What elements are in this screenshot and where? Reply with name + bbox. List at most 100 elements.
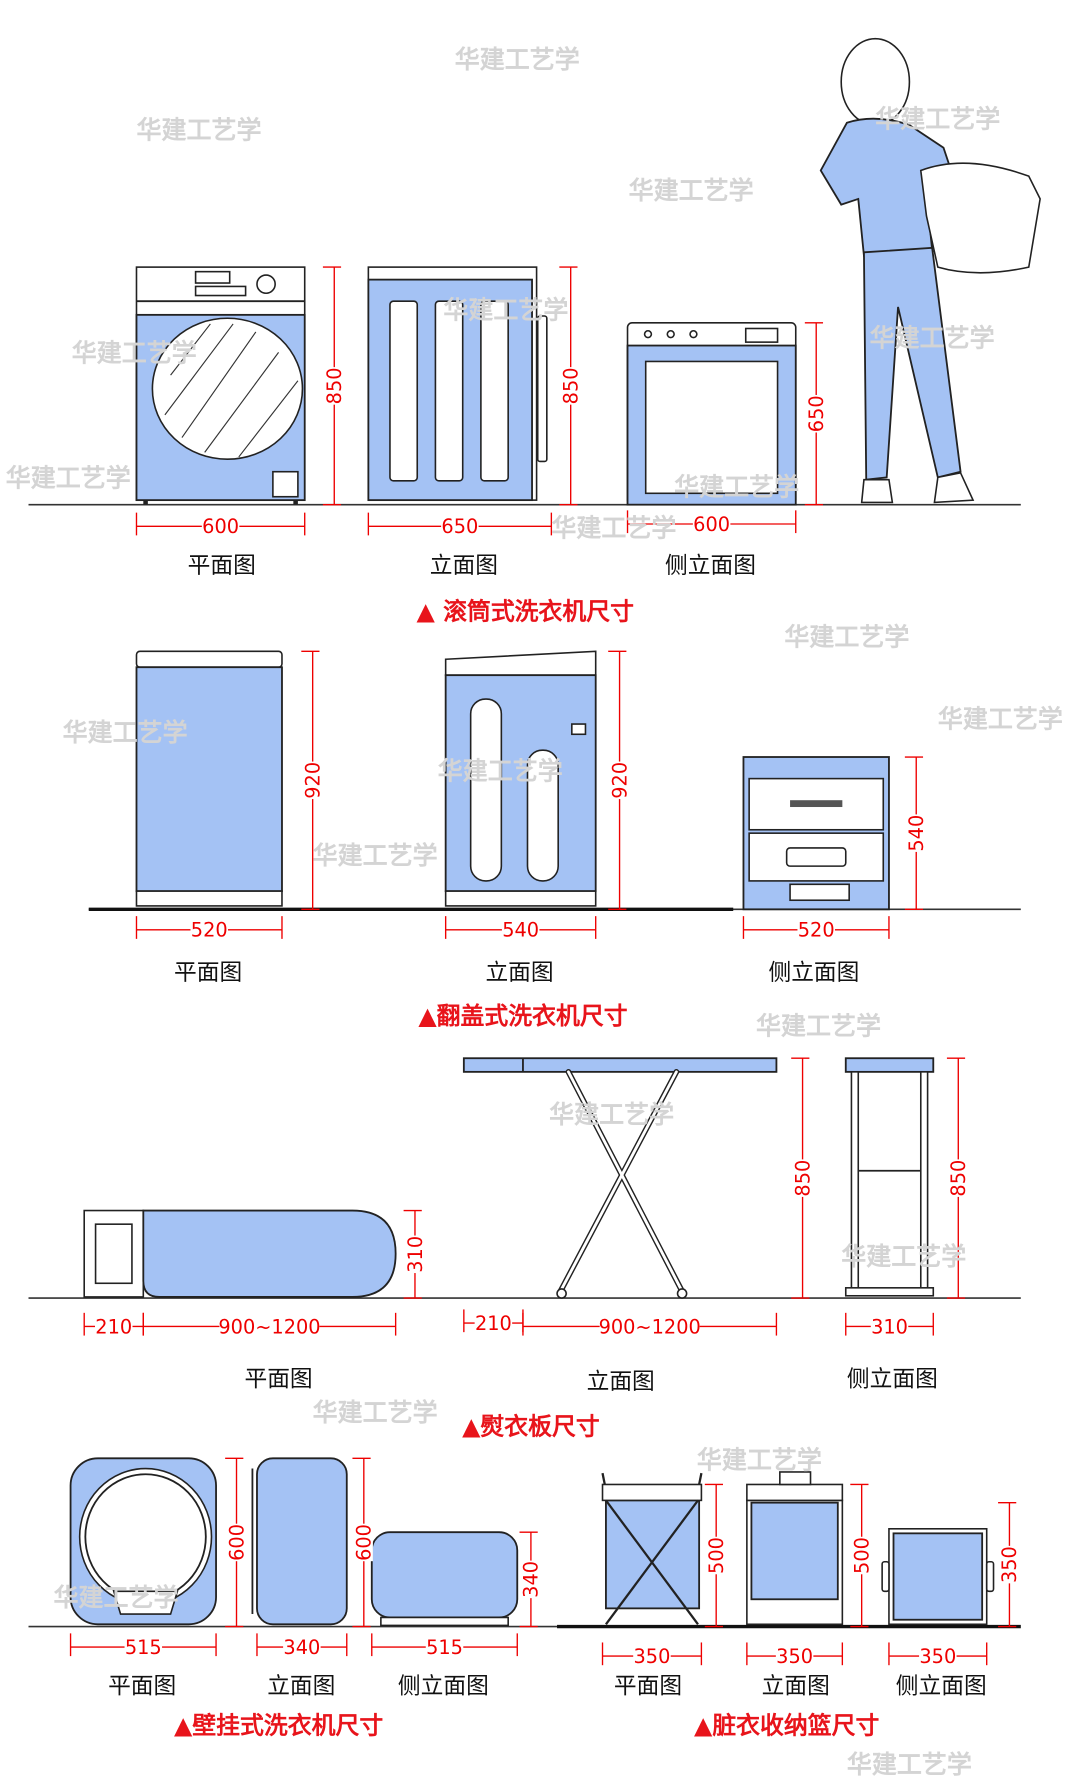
vertical-dimension: 920 <box>608 650 631 911</box>
view-label: 平面图 <box>188 553 256 579</box>
horizontal-dimension: 350 <box>888 1642 988 1668</box>
section-wall-washer: 平面图 立面图 侧立面图 ▲壁挂式洗衣机尺寸 <box>28 1457 586 1739</box>
horizontal-dimension: 520 <box>135 916 283 942</box>
watermark-text: 华建工艺学 <box>847 1750 972 1779</box>
view-label: 侧立面图 <box>847 1367 938 1393</box>
drum-washer-front <box>135 266 306 505</box>
horizontal-dimension: 350 <box>601 1642 703 1668</box>
dimension-label: 850 <box>323 367 346 404</box>
vertical-dimension: 920 <box>301 650 324 911</box>
dimension-label: 310 <box>871 1315 908 1338</box>
top-load-washer-c <box>742 756 890 911</box>
vertical-dimension: 540 <box>904 756 928 911</box>
dimension-lines: 600 850 650 850 600 650 520 920 540 920 520 540 210 9… <box>69 266 1021 1668</box>
dimension-label: 210 <box>95 1315 132 1338</box>
watermark-text: 华建工艺学 <box>136 116 261 145</box>
dimension-label: 515 <box>125 1636 162 1659</box>
section-title: ▲翻盖式洗衣机尺寸 <box>418 1002 627 1030</box>
dimension-label: 340 <box>283 1636 320 1659</box>
horizontal-dimension: 650 <box>367 512 553 538</box>
drum-washer-side <box>367 266 548 502</box>
dimension-label: 350 <box>634 1645 671 1668</box>
horizontal-dimension: 600 <box>135 512 306 538</box>
watermark-text: 华建工艺学 <box>438 757 563 786</box>
watermark-text: 华建工艺学 <box>63 718 188 747</box>
vertical-dimension: 500 <box>704 1483 728 1628</box>
section-title: ▲ 滚筒式洗衣机尺寸 <box>416 597 634 625</box>
vertical-dimension: 850 <box>559 266 583 506</box>
vertical-dimension: 350 <box>998 1501 1021 1628</box>
basket-side <box>881 1528 995 1626</box>
watermark-text: 华建工艺学 <box>938 704 1063 733</box>
watermark-text: 华建工艺学 <box>551 514 676 543</box>
dimension-label: 850 <box>947 1160 970 1197</box>
vertical-dimension: 340 <box>519 1531 543 1628</box>
view-label: 立面图 <box>485 960 553 986</box>
horizontal-dimension: 310 <box>845 1312 934 1338</box>
ironing-board-plan <box>83 1209 397 1298</box>
watermark-text: 华建工艺学 <box>674 473 799 502</box>
watermark-text: 华建工艺学 <box>455 45 580 74</box>
section-title: ▲熨衣板尺寸 <box>462 1412 600 1440</box>
view-label: 侧立面图 <box>896 1674 987 1700</box>
horizontal-dimension: 540 <box>444 916 597 942</box>
view-label: 立面图 <box>430 553 498 579</box>
section-title: ▲脏衣收纳篮尺寸 <box>694 1711 880 1739</box>
watermark-text: 华建工艺学 <box>72 338 197 367</box>
dimension-label: 900~1200 <box>218 1315 320 1338</box>
wall-washer-side <box>251 1457 348 1626</box>
dimension-label: 920 <box>301 762 324 799</box>
ironing-board-side <box>844 1057 935 1297</box>
dimension-label: 350 <box>919 1645 956 1668</box>
view-label: 平面图 <box>614 1674 682 1700</box>
section-ironing-board: 平面图 立面图 侧立面图 ▲熨衣板尺寸 <box>28 1057 1021 1440</box>
dimension-label: 500 <box>705 1537 728 1574</box>
vertical-dimension: 310 <box>403 1209 427 1299</box>
dimension-label: 340 <box>520 1561 543 1598</box>
watermark-text: 华建工艺学 <box>756 1011 881 1040</box>
vertical-dimension: 600 <box>352 1457 376 1628</box>
dimension-label: 650 <box>805 395 828 432</box>
dimension-label: 520 <box>798 919 835 942</box>
view-label: 侧立面图 <box>398 1674 489 1700</box>
dimension-label: 350 <box>998 1546 1021 1583</box>
dimension-label: 650 <box>441 515 478 538</box>
dimension-label: 515 <box>426 1636 463 1659</box>
view-label: 侧立面图 <box>768 960 859 986</box>
dimension-label: 210 <box>475 1312 512 1335</box>
watermark-text: 华建工艺学 <box>313 841 438 870</box>
dimension-label: 600 <box>353 1524 376 1561</box>
horizontal-dimension: 340 <box>256 1633 348 1659</box>
view-label: 立面图 <box>587 1369 655 1395</box>
dimension-label: 920 <box>608 762 631 799</box>
dimension-label: 310 <box>404 1236 427 1273</box>
view-label: 立面图 <box>267 1674 335 1700</box>
dimension-label: 520 <box>191 919 228 942</box>
dimension-label: 350 <box>776 1645 813 1668</box>
watermark-text: 华建工艺学 <box>629 176 754 205</box>
top-load-washer-b <box>444 650 597 907</box>
vertical-dimension: 850 <box>322 266 346 506</box>
drum-washer-top <box>626 322 797 506</box>
watermark-text: 华建工艺学 <box>6 463 131 492</box>
vertical-dimension: 500 <box>850 1483 873 1628</box>
watermark-text: 华建工艺学 <box>841 1242 966 1271</box>
watermark-text: 华建工艺学 <box>549 1100 674 1129</box>
horizontal-dimension: 520 <box>742 916 890 942</box>
vertical-dimension: 650 <box>804 322 828 506</box>
horizontal-dimension: 515 <box>371 1633 518 1659</box>
horizontal-dimension: 900~1200 <box>522 1312 778 1338</box>
horizontal-dimension: 515 <box>69 1633 217 1659</box>
person-figure <box>819 37 1041 504</box>
dimension-label: 850 <box>791 1160 814 1197</box>
watermark-text: 华建工艺学 <box>784 623 909 652</box>
ironing-board-elevation <box>462 1057 778 1299</box>
view-label: 侧立面图 <box>665 553 756 579</box>
dimension-label: 500 <box>850 1537 873 1574</box>
watermark-text: 华建工艺学 <box>443 295 568 324</box>
horizontal-dimension: 210 <box>463 1309 524 1335</box>
dimension-label: 600 <box>225 1524 248 1561</box>
dimension-label: 540 <box>502 919 539 942</box>
wall-washer-top <box>370 1531 519 1627</box>
